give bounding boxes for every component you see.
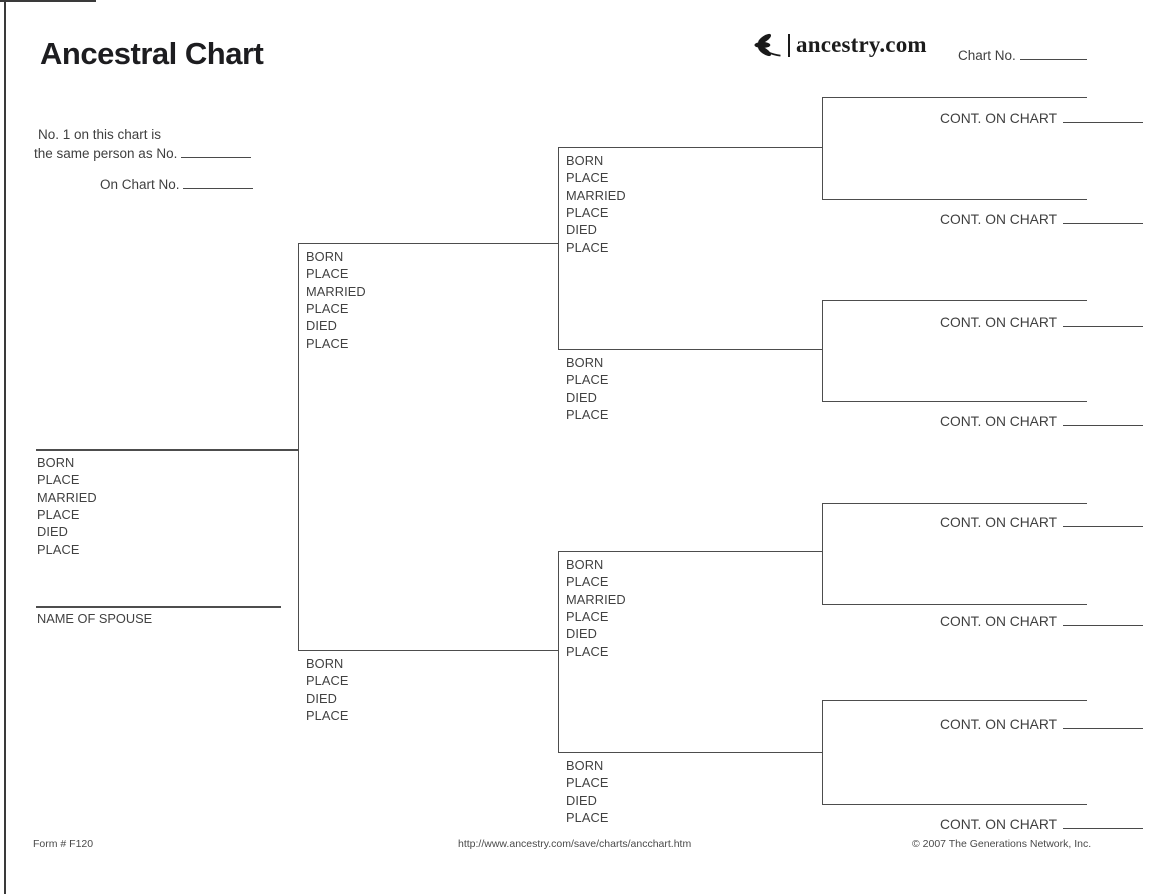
intro-line-2: the same person as No. [34, 145, 252, 161]
cont-blank-4 [1063, 413, 1144, 426]
on-chart-blank [183, 176, 254, 189]
gen3-lower-bracket [558, 551, 823, 753]
chart-no-label: Chart No. [958, 47, 1087, 63]
intro-line-3: On Chart No. [100, 176, 254, 192]
gen4-bracket-4 [822, 700, 1087, 805]
person1-fields: BORN PLACE MARRIED PLACE DIED PLACE [37, 455, 97, 557]
gen4-bracket-3 [822, 503, 1087, 605]
spouse-name-line [36, 606, 281, 608]
cont-on-chart-5: CONT. ON CHART [940, 514, 1144, 530]
intro-line-1: No. 1 on this chart is [38, 127, 162, 142]
gen2-father-fields: BORN PLACE MARRIED PLACE DIED PLACE [306, 249, 366, 351]
footer-url: http://www.ancestry.com/save/charts/ancc… [458, 838, 692, 850]
cont-on-chart-7: CONT. ON CHART [940, 716, 1144, 732]
cont-on-chart-2: CONT. ON CHART [940, 211, 1144, 227]
gen3-person2-fields: BORN PLACE DIED PLACE [566, 355, 609, 422]
gen2-bracket [298, 243, 559, 651]
cont-blank-6 [1063, 613, 1144, 626]
gen3-person3-fields: BORN PLACE MARRIED PLACE DIED PLACE [566, 557, 626, 659]
page-title: Ancestral Chart [40, 36, 264, 71]
chart-no-blank [1019, 47, 1087, 60]
form-number: Form # F120 [33, 838, 94, 850]
cont-on-chart-1: CONT. ON CHART [940, 110, 1144, 126]
cont-blank-2 [1063, 211, 1144, 224]
person1-name-line [36, 449, 298, 451]
gen2-mother-fields: BORN PLACE DIED PLACE [306, 656, 349, 723]
cont-blank-1 [1063, 110, 1144, 123]
cont-on-chart-3: CONT. ON CHART [940, 314, 1144, 330]
footer-copyright: © 2007 The Generations Network, Inc. [912, 838, 1092, 850]
logo-divider [788, 33, 790, 57]
cont-on-chart-4: CONT. ON CHART [940, 413, 1144, 429]
cont-on-chart-8: CONT. ON CHART [940, 816, 1144, 832]
gen4-bracket-1 [822, 97, 1087, 200]
cont-blank-8 [1063, 816, 1144, 829]
gen4-bracket-2 [822, 300, 1087, 402]
cont-blank-5 [1063, 514, 1144, 527]
gen3-person1-fields: BORN PLACE MARRIED PLACE DIED PLACE [566, 153, 626, 255]
cont-blank-3 [1063, 314, 1144, 327]
spouse-label: NAME OF SPOUSE [37, 611, 153, 626]
cont-blank-7 [1063, 716, 1144, 729]
gen3-person4-fields: BORN PLACE DIED PLACE [566, 758, 609, 825]
gen3-upper-bracket [558, 147, 823, 350]
ancestry-logo: ancestry.com [754, 31, 927, 59]
page-top-edge [0, 0, 96, 2]
leaf-sprig-icon [754, 31, 784, 59]
page-left-edge [4, 0, 6, 894]
logo-wordmark: ancestry.com [796, 32, 927, 57]
same-person-blank [181, 145, 252, 158]
cont-on-chart-6: CONT. ON CHART [940, 613, 1144, 629]
